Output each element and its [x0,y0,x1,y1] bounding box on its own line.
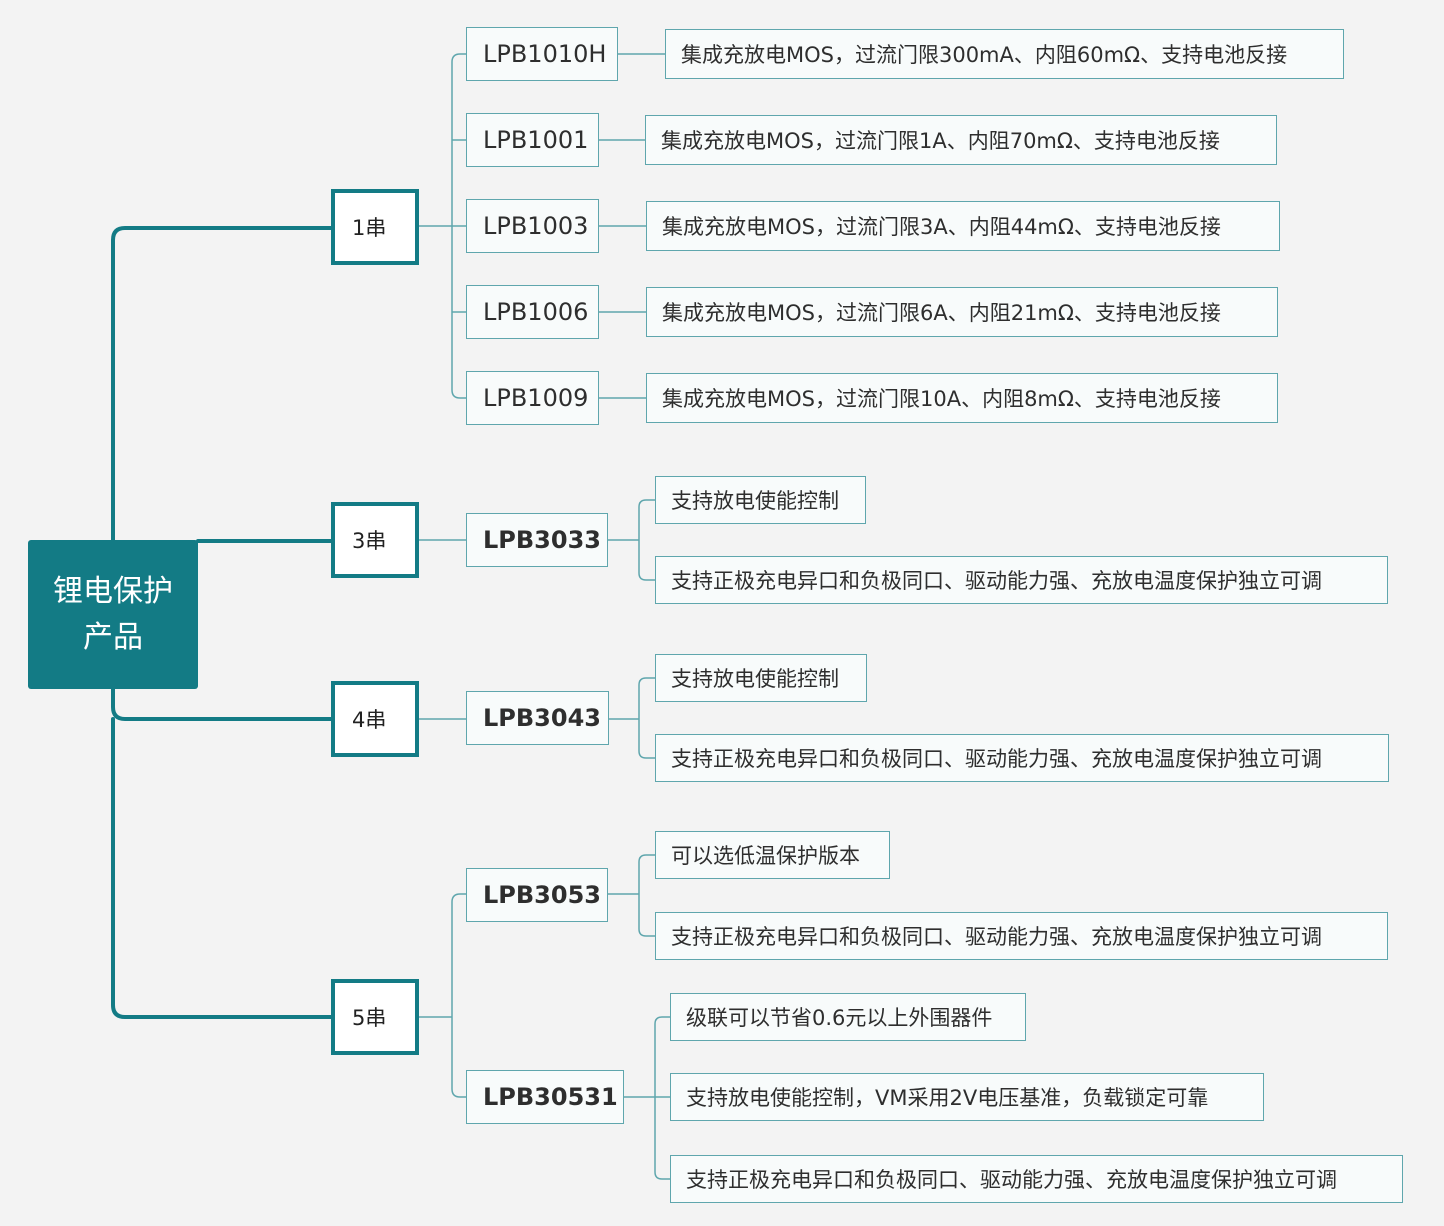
root-node: 锂电保护 产品 [28,540,198,689]
feature-node: 支持放电使能控制，VM采用2V电压基准，负载锁定可靠 [670,1073,1264,1121]
model-node-lpb1006: LPB1006 [466,285,599,339]
model-node-lpb1010h: LPB1010H [466,27,618,81]
model-node-lpb1009: LPB1009 [466,371,599,425]
series-node-1: 1串 [331,189,419,265]
feature-node: 支持正极充电异口和负极同口、驱动能力强、充放电温度保护独立可调 [670,1155,1403,1203]
model-node-lpb3053: LPB3053 [466,868,608,922]
root-title-line1: 锂电保护 [53,573,173,609]
root-title-line2: 产品 [83,619,143,655]
feature-node: 支持正极充电异口和负极同口、驱动能力强、充放电温度保护独立可调 [655,912,1388,960]
feature-node: 支持放电使能控制 [655,476,866,524]
model-node-lpb1001: LPB1001 [466,113,599,167]
feature-node: 可以选低温保护版本 [655,831,890,879]
model-node-lpb1003: LPB1003 [466,199,599,253]
feature-node: 集成充放电MOS，过流门限1A、内阻70mΩ、支持电池反接 [645,115,1277,165]
feature-node: 支持放电使能控制 [655,654,867,702]
model-node-lpb3043: LPB3043 [466,691,609,745]
feature-node: 支持正极充电异口和负极同口、驱动能力强、充放电温度保护独立可调 [655,734,1389,782]
feature-node: 集成充放电MOS，过流门限3A、内阻44mΩ、支持电池反接 [646,201,1280,251]
feature-node: 支持正极充电异口和负极同口、驱动能力强、充放电温度保护独立可调 [655,556,1388,604]
feature-node: 集成充放电MOS，过流门限6A、内阻21mΩ、支持电池反接 [646,287,1278,337]
feature-node: 级联可以节省0.6元以上外围器件 [670,993,1026,1041]
series-node-4: 4串 [331,681,419,757]
feature-node: 集成充放电MOS，过流门限300mA、内阻60mΩ、支持电池反接 [665,29,1344,79]
series-node-3: 3串 [331,502,419,578]
model-node-lpb30531: LPB30531 [466,1070,624,1124]
model-node-lpb3033: LPB3033 [466,513,608,567]
series-node-5: 5串 [331,979,419,1055]
feature-node: 集成充放电MOS，过流门限10A、内阻8mΩ、支持电池反接 [646,373,1278,423]
